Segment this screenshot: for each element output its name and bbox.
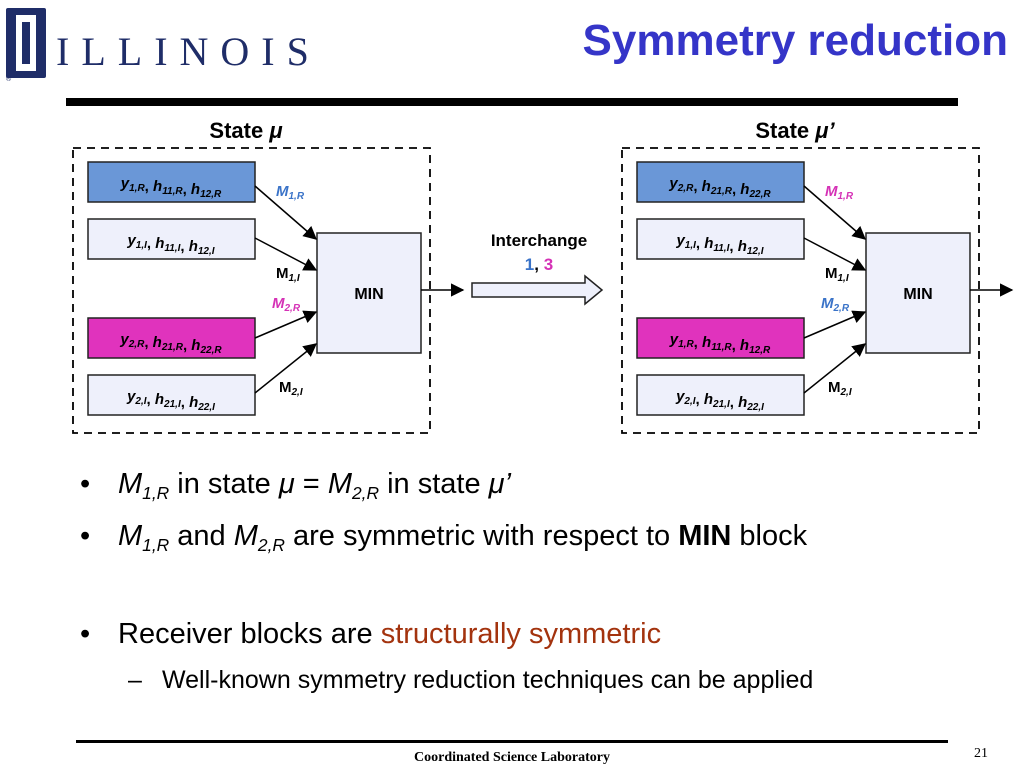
right-min-label: MIN <box>903 286 932 303</box>
left-state-title: State μ <box>209 118 282 143</box>
right-input-arrow <box>803 310 867 339</box>
left-min-label: MIN <box>354 286 383 303</box>
left-receiver-label: y2,R, h21,R, h22,R <box>119 331 222 356</box>
m2r-symbol: M <box>233 520 258 552</box>
page-number: 21 <box>974 746 988 761</box>
bullet-text: block <box>731 520 808 552</box>
highlight-text: structurally symmetric <box>380 618 662 650</box>
left-m-label: M1,R <box>276 183 305 202</box>
left-receiver-label: y1,I, h11,I, h12,I <box>126 232 214 257</box>
min-keyword: MIN <box>678 520 732 552</box>
title-rule <box>66 98 958 106</box>
right-receiver-block <box>636 374 805 416</box>
left-receiver-block <box>87 161 256 203</box>
right-m-label: M2,I <box>828 379 852 398</box>
right-min-block <box>865 232 971 354</box>
mu-symbol: μ <box>278 468 295 500</box>
right-receiver-block <box>636 317 805 359</box>
left-min-block <box>316 232 422 354</box>
equals-sign: = <box>294 468 328 500</box>
sub-bullet-dash: – <box>128 666 142 694</box>
registered-mark: ® <box>6 76 12 83</box>
right-receiver-block <box>636 161 805 203</box>
left-receiver-label: y1,R, h11,R, h12,R <box>120 175 222 200</box>
illinois-block-i-icon <box>6 8 46 78</box>
right-receiver-label: y1,R, h11,R, h12,R <box>669 331 771 356</box>
interchange-indices: 1, 3 <box>525 255 553 274</box>
left-m-label: M2,R <box>272 295 301 314</box>
right-state-title: State μ’ <box>755 118 835 143</box>
left-input-arrow <box>254 185 318 240</box>
interchange-label: Interchange <box>491 231 587 250</box>
right-state-frame <box>621 147 980 434</box>
left-state-frame <box>72 147 431 434</box>
right-m-label: M1,R <box>825 183 854 202</box>
m1r-symbol: M <box>118 520 143 552</box>
m1r-symbol: M <box>118 468 143 500</box>
m2r-subscript: 2,R <box>257 535 285 556</box>
right-input-arrow <box>803 343 867 394</box>
left-input-arrow <box>254 310 318 339</box>
left-m-label: M2,I <box>279 379 303 398</box>
bullet-dot: • <box>80 520 91 552</box>
right-receiver-label: y1,I, h11,I, h12,I <box>675 232 763 257</box>
bullet-dot: • <box>80 618 91 650</box>
right-receiver-label: y2,R, h21,R, h22,R <box>668 175 771 200</box>
bullet-text: in state <box>379 468 489 500</box>
logo-wordmark: ILLINOIS <box>56 29 321 74</box>
left-m-label: M1,I <box>276 265 300 284</box>
right-input-arrow <box>803 237 867 271</box>
bullet-text: Receiver blocks are <box>118 618 381 650</box>
interchange-arrow-icon <box>471 274 604 306</box>
sub-bullet-text: Well-known symmetry reduction techniques… <box>162 666 814 694</box>
left-receiver-block <box>87 374 256 416</box>
slide-title: Symmetry reduction <box>582 16 1008 65</box>
m1r-subscript: 1,R <box>142 483 170 504</box>
illinois-logo: ILLINOIS ® <box>6 8 309 84</box>
footer-rule <box>76 740 948 743</box>
left-input-arrow <box>254 343 318 394</box>
mu-prime-symbol: μ’ <box>488 468 512 500</box>
bullet-text: are symmetric with respect to <box>284 520 679 552</box>
m1r-subscript: 1,R <box>142 535 170 556</box>
bullet-text: and <box>169 520 234 552</box>
bullet-text: in state <box>169 468 279 500</box>
left-receiver-block <box>87 218 256 260</box>
left-receiver-block <box>87 317 256 359</box>
m2r-subscript: 2,R <box>351 483 380 504</box>
right-receiver-block <box>636 218 805 260</box>
right-m-label: M1,I <box>825 265 849 284</box>
right-m-label: M2,R <box>821 295 850 314</box>
right-receiver-label: y2,I, h21,I, h22,I <box>675 388 764 413</box>
left-receiver-label: y2,I, h21,I, h22,I <box>126 388 215 413</box>
right-input-arrow <box>803 185 867 240</box>
footer-text: Coordinated Science Laboratory <box>414 750 610 765</box>
m2r-symbol: M <box>327 468 352 500</box>
bullet-dot: • <box>80 468 91 500</box>
left-input-arrow <box>254 237 318 271</box>
